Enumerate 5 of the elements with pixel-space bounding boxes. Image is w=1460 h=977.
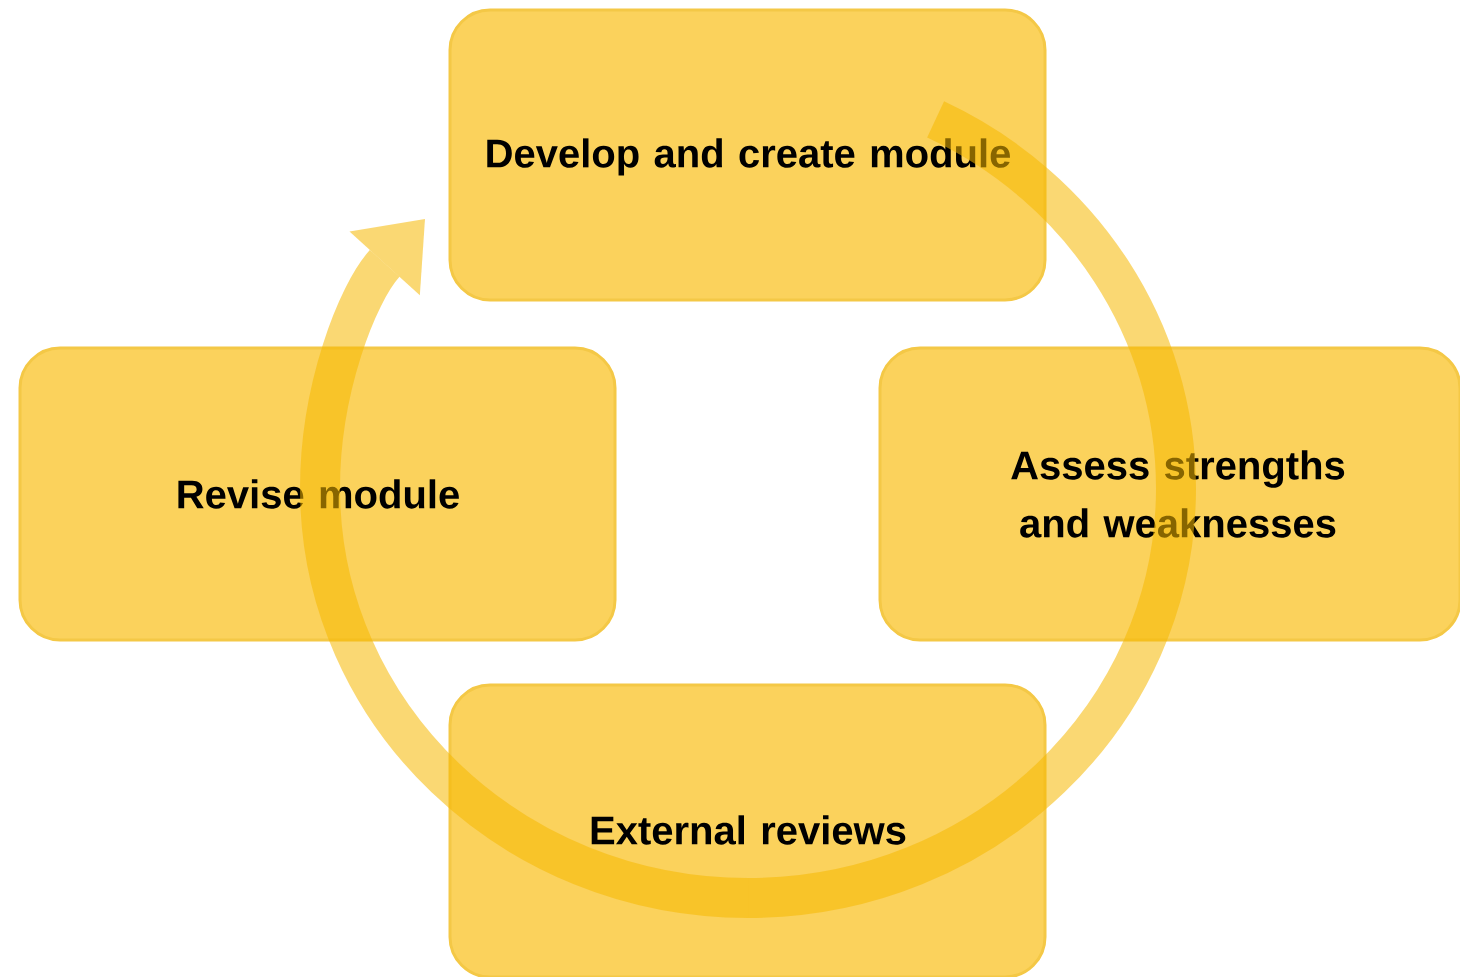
process-box: External reviews: [448, 683, 1047, 977]
process-box: Develop and create module: [448, 8, 1047, 302]
cycle-arrow: [300, 219, 425, 489]
process-box: Assess strengths and weaknesses: [878, 346, 1460, 642]
process-box: Revise module: [18, 346, 617, 642]
